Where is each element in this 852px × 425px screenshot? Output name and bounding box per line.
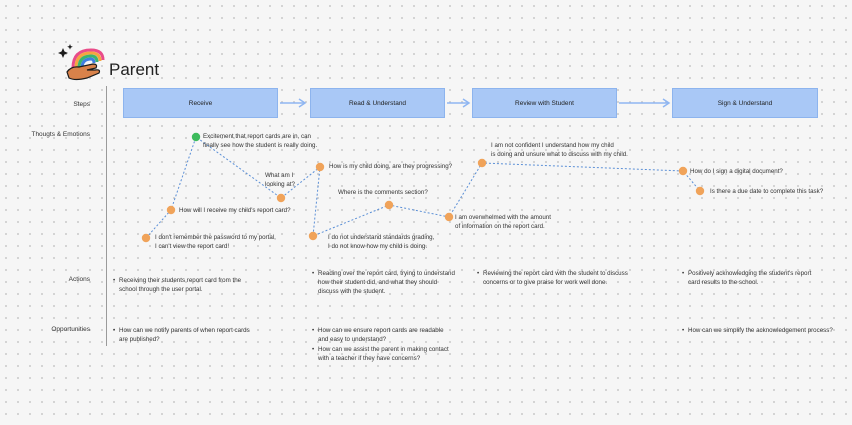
- action-item: Positively acknowledging the student's r…: [682, 269, 848, 287]
- thought-label: I am not confident I understand how my c…: [491, 142, 628, 158]
- rainbow-hand-icon: [58, 44, 105, 81]
- opportunity-item: How can we assist the parent in making c…: [312, 345, 493, 363]
- emotion-dot: [384, 200, 394, 210]
- opportunity-item: How can we notify parents of when report…: [113, 326, 294, 344]
- emotion-dot: [695, 186, 705, 196]
- emotion-dot: [678, 166, 688, 176]
- page-title: Parent: [109, 60, 160, 79]
- emotion-dot: [141, 233, 151, 243]
- thought-label: I do not understand standards grading, I…: [328, 234, 435, 250]
- step-sign-understand[interactable]: Sign & Understand: [672, 88, 818, 118]
- thought-label: I am overwhelmed with the amount of info…: [455, 214, 551, 230]
- thought-label: Is there a due date to complete this tas…: [710, 188, 824, 195]
- row-label-steps: Steps: [73, 101, 90, 108]
- step-receive[interactable]: Receive: [123, 88, 278, 118]
- emotion-dot: [315, 162, 325, 172]
- arrow-right-icon: [280, 98, 307, 108]
- thought-label: How is my child doing, are they progress…: [329, 163, 453, 170]
- row-divider: [106, 86, 107, 346]
- opportunity-item: How can we simplify the acknowledgement …: [682, 326, 852, 335]
- thought-label: Excitement that report cards are in, can…: [203, 133, 318, 149]
- row-label-actions: Actions: [68, 276, 90, 283]
- opportunity-item: How can we ensure report cards are reada…: [312, 326, 493, 344]
- action-item: Reading over the report card, trying to …: [312, 269, 508, 296]
- row-label-thoughts: Thougts & Emotions: [31, 131, 90, 138]
- step-review-student[interactable]: Review with Student: [472, 88, 617, 118]
- action-item: Reviewing the report card with the stude…: [477, 269, 668, 287]
- emotion-dot: [276, 193, 286, 203]
- thought-label: How will I receive my child's report car…: [179, 207, 291, 214]
- emotion-dot: [444, 212, 454, 222]
- emotion-dot: [166, 205, 176, 215]
- action-item: Receiving their students report card fro…: [113, 276, 294, 294]
- thought-label: I don't remember the password to my port…: [155, 234, 276, 250]
- arrow-right-icon: [447, 98, 471, 108]
- thought-label: How do I sign a digital document?: [690, 168, 783, 175]
- emotion-dot: [191, 132, 201, 142]
- thought-label: Where is the comments section?: [338, 189, 428, 196]
- emotion-dot: [308, 231, 318, 241]
- thought-label: What am I looking at?: [265, 172, 295, 188]
- row-label-opportunities: Opportunities: [51, 326, 90, 333]
- step-read-understand[interactable]: Read & Understand: [310, 88, 445, 118]
- emotion-dot: [477, 158, 487, 168]
- arrow-right-icon: [619, 98, 671, 108]
